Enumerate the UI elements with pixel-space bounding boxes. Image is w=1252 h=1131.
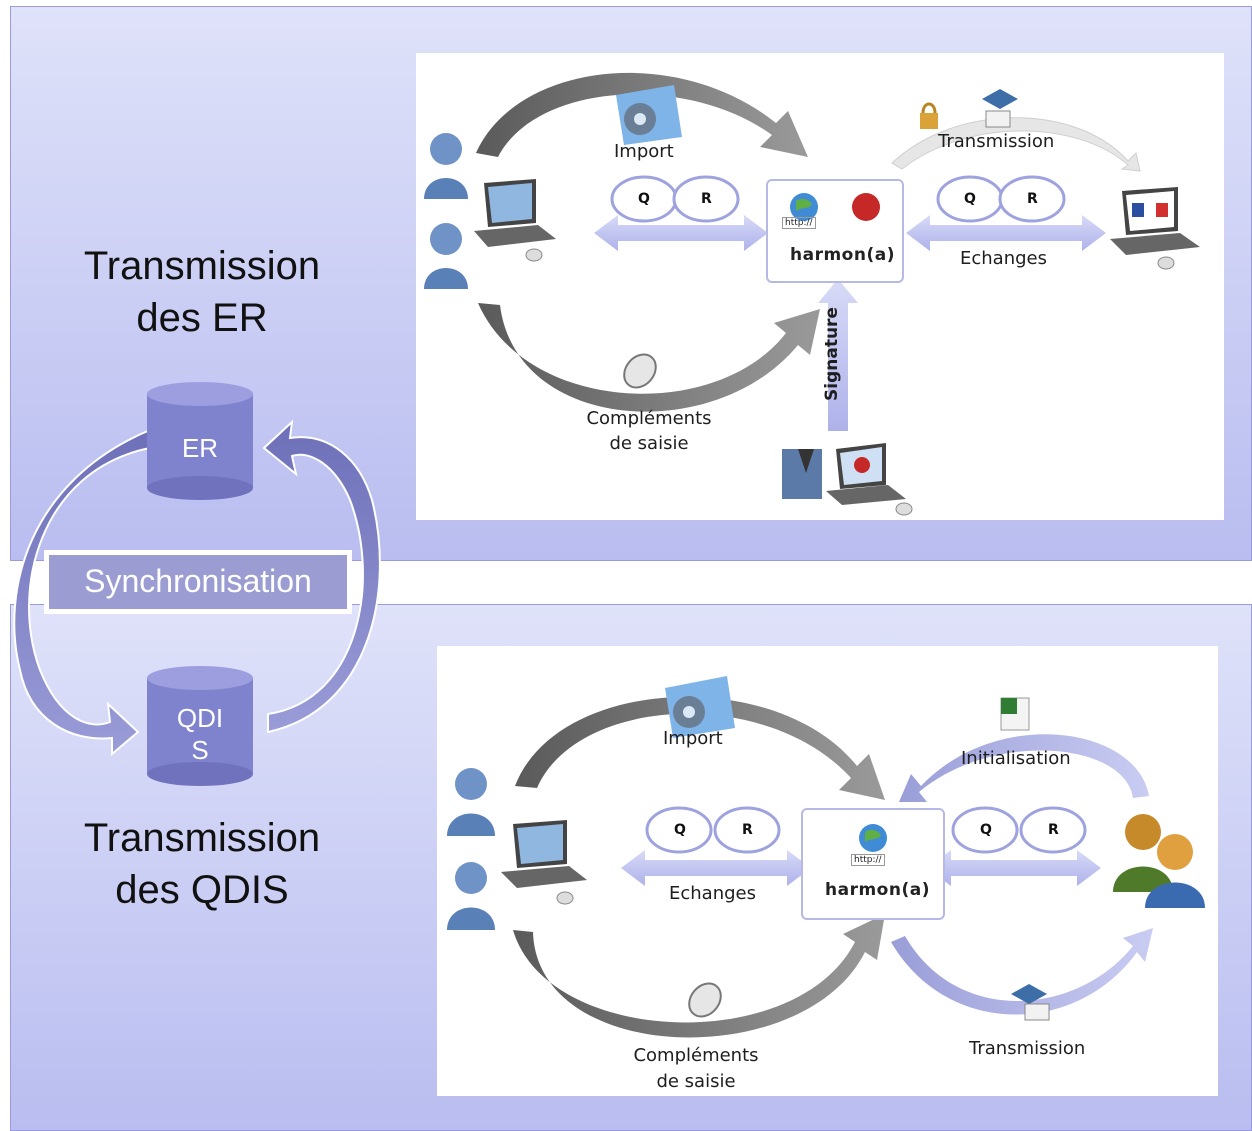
q-label-bottom-left: Q: [674, 822, 686, 838]
right-exchange-arrow: [906, 215, 1106, 251]
q-label-top-left: Q: [638, 191, 650, 207]
echanges-label-bottom: Echanges: [669, 883, 756, 904]
http-label-bottom: http://: [851, 854, 885, 866]
left-r-bubble-bottom: [713, 806, 781, 854]
import-label-top: Import: [614, 141, 674, 162]
import-gear-icon-bottom: [665, 676, 735, 738]
right-r-bubble-bottom: [1019, 806, 1087, 854]
initialisation-label: Initialisation: [961, 748, 1071, 769]
user-icon-bottom-1: [447, 768, 495, 836]
transmission-arc-arrow-bottom: [891, 928, 1153, 1015]
er-database-label: ER: [181, 433, 219, 463]
left-exchange-arrow: [594, 215, 768, 251]
bottom-diagram-graphics: [447, 676, 1205, 1038]
import-arc-arrow-bottom: [515, 696, 885, 800]
top-diagram: http:// harmon(a) Import Transmission Q …: [416, 53, 1224, 520]
harmonia-box-bottom: http:// harmon(a): [801, 808, 945, 920]
user-icon-2: [424, 223, 468, 289]
complements-label-bottom: Compléments de saisie: [631, 1043, 761, 1095]
right-exchange-arrow-bottom: [927, 850, 1101, 886]
envelope-icon-bottom: [1011, 984, 1050, 1021]
complements-top-line1: Compléments: [586, 408, 712, 429]
r-label-bottom-left: R: [742, 822, 753, 838]
harmonia-box-top: http:// harmon(a): [766, 179, 904, 283]
complements-arc-arrow: [478, 303, 820, 412]
globe-icon-bottom: [859, 824, 887, 852]
transmission-label-bottom: Transmission: [969, 1038, 1086, 1059]
signing-laptop-icon: [826, 443, 913, 516]
laptop-icon-bottom: [501, 820, 587, 905]
qdis-database-label: QDI S: [145, 702, 255, 766]
laptop-icon-right: [1110, 187, 1200, 270]
lock-icon: [920, 102, 938, 129]
user-icon-bottom-2: [447, 862, 495, 930]
envelope-icon: [982, 89, 1018, 128]
echanges-label-top: Echanges: [960, 248, 1047, 269]
harmonia-logo-top: harmon(a): [790, 245, 895, 265]
sync-label: Synchronisation: [49, 555, 347, 609]
mouse-icon: [623, 353, 657, 389]
transmission-label-top: Transmission: [938, 131, 1055, 152]
top-title-line1: Transmission: [83, 244, 321, 288]
arrow-up-right: [262, 419, 381, 734]
complements-bottom-line2: de saisie: [656, 1071, 736, 1092]
sync-label-box: Synchronisation: [44, 550, 352, 614]
right-q-bubble-bottom: [951, 806, 1019, 854]
top-title-line2: des ER: [136, 296, 268, 340]
user-icon-1: [424, 133, 468, 199]
top-diagram-graphics: [424, 72, 1200, 516]
left-r-bubble: [672, 175, 740, 223]
complements-label-top: Compléments de saisie: [584, 406, 714, 456]
sync-cycle-arrows: [13, 419, 381, 757]
mouse-icon-bottom: [688, 982, 722, 1018]
qdis-label-line2: S: [191, 735, 209, 765]
right-r-bubble: [998, 175, 1066, 223]
bottom-title-line1: Transmission: [83, 816, 321, 860]
harmonia-icons-top: [790, 193, 880, 221]
harmonia-logo-bottom: harmon(a): [825, 880, 930, 900]
signer-person-icon: [782, 449, 822, 499]
complements-arc-arrow-bottom: [513, 914, 885, 1038]
laptop-icon-left: [474, 179, 556, 262]
arrow-down-left: [13, 428, 151, 757]
seal-icon: [852, 193, 880, 221]
signature-arrow: [818, 279, 858, 431]
http-label-top: http://: [782, 217, 816, 229]
left-q-bubble-bottom: [645, 806, 713, 854]
signature-label: Signature: [822, 307, 842, 401]
complements-bottom-line1: Compléments: [633, 1045, 759, 1066]
q-label-bottom-right: Q: [980, 822, 992, 838]
transmission-arc-arrow: [891, 117, 1141, 172]
q-label-top-right: Q: [964, 191, 976, 207]
er-database-icon: [147, 382, 253, 500]
r-label-top-left: R: [701, 191, 712, 207]
left-exchange-arrow-bottom: [621, 850, 811, 886]
qdis-label-line1: QDI: [176, 703, 224, 733]
top-section-title: Transmission des ER: [52, 240, 352, 344]
qdis-database-icon: [147, 666, 253, 786]
import-arc-arrow: [476, 72, 808, 157]
import-label-bottom: Import: [663, 728, 723, 749]
bottom-section-title: Transmission des QDIS: [52, 812, 352, 916]
r-label-bottom-right: R: [1048, 822, 1059, 838]
complements-top-line2: de saisie: [609, 433, 689, 454]
excel-icon: [1000, 697, 1030, 731]
initialisation-arc-arrow: [899, 734, 1149, 802]
group-users-icon: [1113, 814, 1205, 908]
import-gear-icon: [616, 85, 682, 145]
r-label-top-right: R: [1027, 191, 1038, 207]
bottom-diagram: http:// harmon(a) Import Initialisation …: [437, 646, 1218, 1096]
bottom-title-line2: des QDIS: [115, 868, 289, 912]
